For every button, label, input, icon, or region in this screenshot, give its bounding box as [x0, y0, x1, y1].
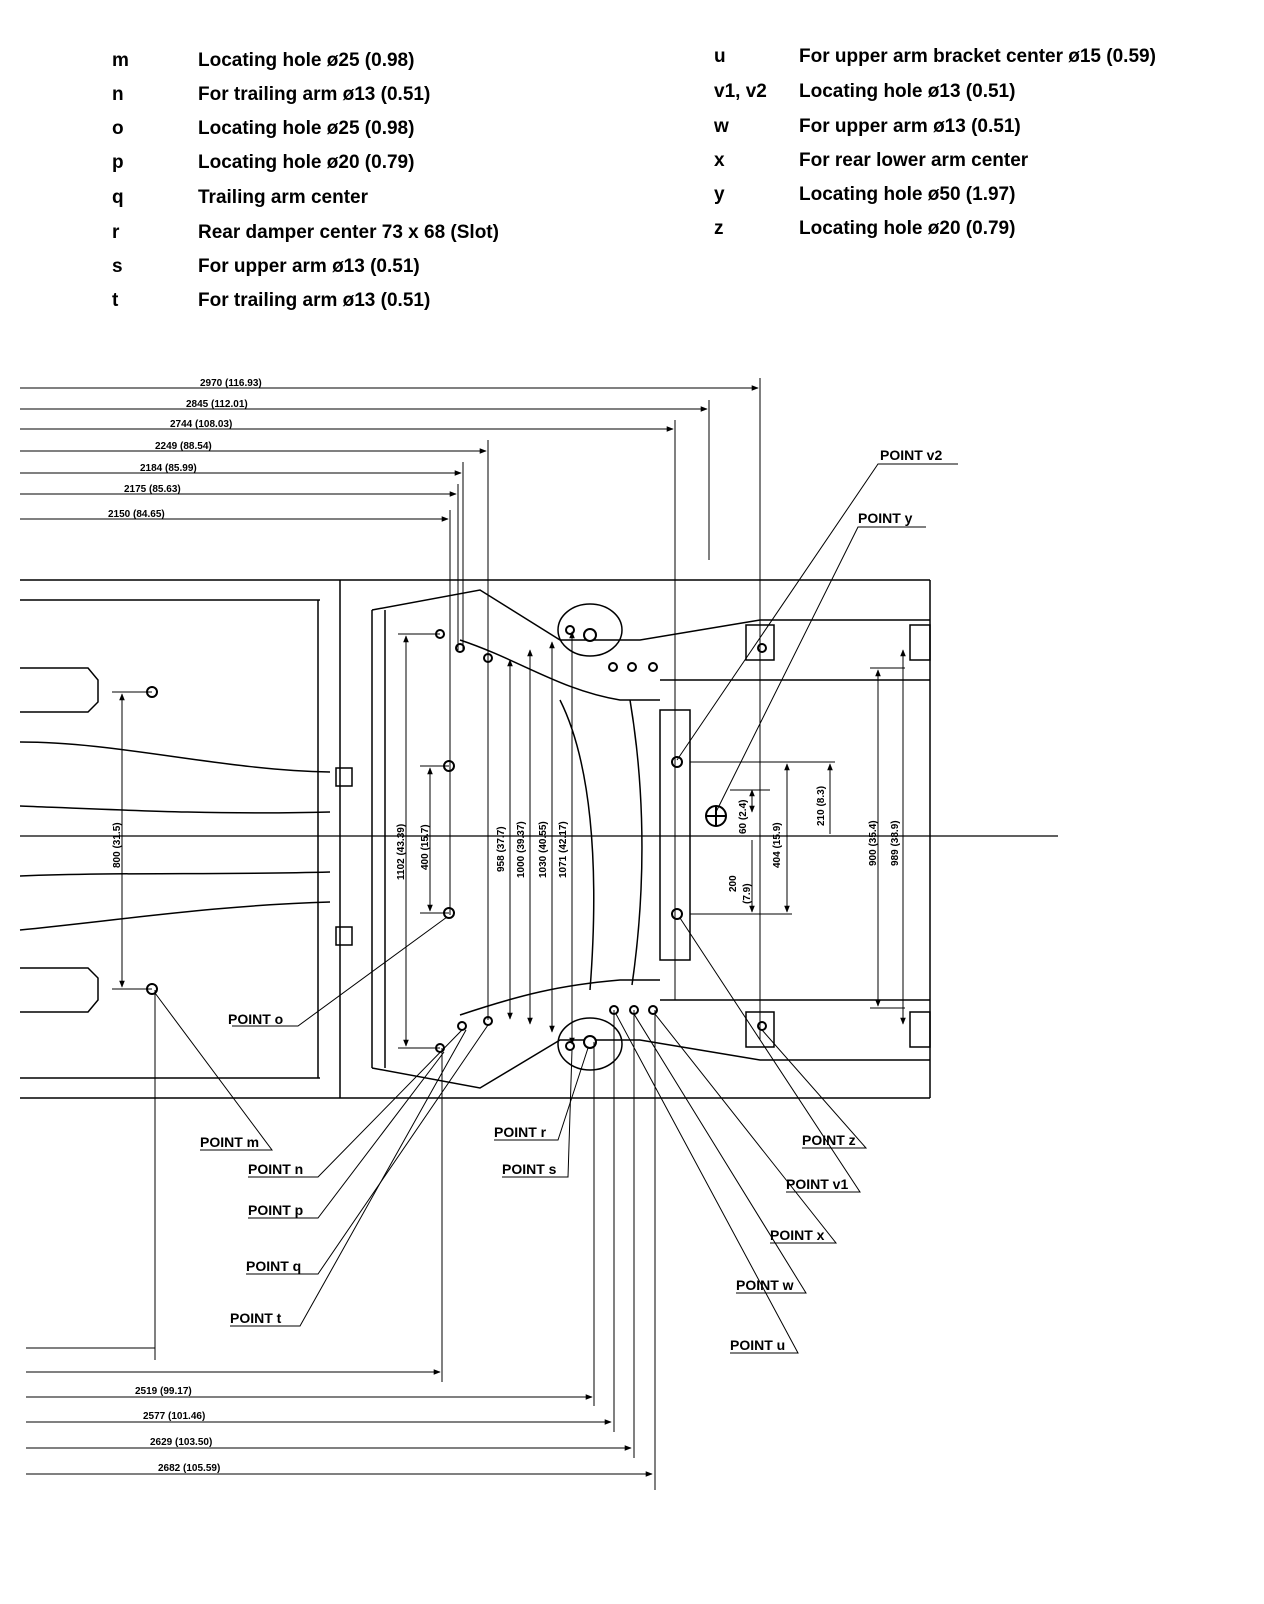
legend-desc: For trailing arm ø13 (0.51) — [198, 84, 431, 105]
point-v2-label: POINT v2 — [880, 447, 942, 463]
dim-2970: 2970 (116.93) — [200, 378, 262, 389]
point-n-label: POINT n — [248, 1161, 303, 1177]
point-u-label: POINT u — [730, 1337, 785, 1353]
legend-key: r — [112, 222, 120, 243]
hole-s — [565, 625, 575, 635]
legend-desc: Locating hole ø13 (0.51) — [799, 81, 1016, 102]
dim-200: 200 — [728, 875, 739, 892]
dim-2184: 2184 (85.99) — [140, 463, 197, 474]
dim-989: 989 (38.9) — [890, 820, 901, 866]
hole-x — [648, 662, 658, 672]
dim-2629: 2629 (103.50) — [150, 1437, 212, 1448]
legend-key: w — [714, 116, 729, 137]
hole-r-lower — [583, 1035, 597, 1049]
hole-w — [627, 662, 637, 672]
legend-desc: For upper arm ø13 (0.51) — [799, 116, 1021, 137]
dim-60: 60 (2.4) — [738, 800, 749, 834]
vertical-dimension-labels: 800 (31.5) 1102 (43.39) 400 (15.7) 958 (… — [112, 786, 901, 904]
legend-desc: Locating hole ø50 (1.97) — [799, 184, 1016, 205]
legend-key: s — [112, 256, 123, 277]
point-s-label: POINT s — [502, 1161, 557, 1177]
legend-desc: Trailing arm center — [198, 187, 369, 208]
dim-2682: 2682 (105.59) — [158, 1463, 220, 1474]
bottom-dimensions — [26, 990, 656, 1490]
legend-desc: Locating hole ø25 (0.98) — [198, 50, 415, 71]
legend-key: z — [714, 218, 724, 239]
dim-1030: 1030 (40.55) — [538, 821, 549, 878]
legend-key: m — [112, 50, 129, 71]
point-p-label: POINT p — [248, 1202, 303, 1218]
dim-404: 404 (15.9) — [772, 822, 783, 868]
dim-958: 958 (37.7) — [496, 826, 507, 872]
legend-desc: For upper arm bracket center ø15 (0.59) — [799, 46, 1156, 67]
legend-desc: Rear damper center 73 x 68 (Slot) — [198, 222, 499, 243]
point-z-label: POINT z — [802, 1132, 856, 1148]
dim-800: 800 (31.5) — [112, 822, 123, 868]
hole-markers — [146, 625, 767, 1053]
dim-2845: 2845 (112.01) — [186, 399, 248, 410]
point-q-label: POINT q — [246, 1258, 301, 1274]
bottom-dimension-labels: 2519 (99.17) 2577 (101.46) 2629 (103.50)… — [135, 1386, 220, 1474]
point-t-label: POINT t — [230, 1310, 282, 1326]
legend-key: n — [112, 84, 124, 105]
legend-key: o — [112, 118, 124, 139]
dim-200-inch: (7.9) — [742, 883, 753, 904]
point-y-label: POINT y — [858, 510, 913, 526]
dim-1000: 1000 (39.37) — [516, 821, 527, 878]
point-v1-label: POINT v1 — [786, 1176, 848, 1192]
legend-key: t — [112, 290, 119, 311]
legend-key: q — [112, 187, 124, 208]
hole-v2 — [671, 756, 683, 768]
frame-outline — [19, 579, 931, 1099]
legend-desc: Locating hole ø20 (0.79) — [799, 218, 1016, 239]
dim-2249: 2249 (88.54) — [155, 441, 212, 452]
hole-z — [757, 643, 767, 653]
hole-x-lower — [648, 1005, 658, 1015]
hole-s-lower — [565, 1041, 575, 1051]
hole-v1 — [671, 908, 683, 920]
dim-2150: 2150 (84.65) — [108, 509, 165, 520]
point-labels: POINT v2 POINT y POINT o POINT m POINT n… — [200, 447, 942, 1353]
legend-key: p — [112, 152, 124, 173]
vertical-dimensions — [112, 631, 906, 1049]
dim-210: 210 (8.3) — [816, 786, 827, 826]
point-w-label: POINT w — [736, 1277, 794, 1293]
legend-key: y — [714, 184, 725, 205]
dim-900: 900 (35.4) — [868, 820, 879, 866]
hole-u — [608, 662, 618, 672]
leader-lines — [154, 463, 958, 1354]
dim-2519: 2519 (99.17) — [135, 1386, 192, 1397]
top-dimension-labels: 2970 (116.93) 2845 (112.01) 2744 (108.03… — [108, 378, 262, 520]
top-dimensions — [20, 378, 761, 1040]
hole-r — [583, 628, 597, 642]
point-m-label: POINT m — [200, 1134, 259, 1150]
legend-key: x — [714, 150, 725, 171]
dim-2577: 2577 (101.46) — [143, 1411, 205, 1422]
legend-key: u — [714, 46, 726, 67]
legend-desc: For upper arm ø13 (0.51) — [198, 256, 420, 277]
point-r-label: POINT r — [494, 1124, 547, 1140]
dim-2744: 2744 (108.03) — [170, 419, 232, 430]
hole-n-lower — [457, 1021, 467, 1031]
legend-desc: Locating hole ø20 (0.79) — [198, 152, 415, 173]
point-o-label: POINT o — [228, 1011, 283, 1027]
dim-400: 400 (15.7) — [420, 824, 431, 870]
point-x-label: POINT x — [770, 1227, 825, 1243]
legend-desc: For rear lower arm center — [799, 150, 1029, 171]
legend-desc: For trailing arm ø13 (0.51) — [198, 290, 431, 311]
dim-1071: 1071 (42.17) — [558, 821, 569, 878]
hole-y-crosshair — [706, 806, 726, 826]
dim-2175: 2175 (85.63) — [124, 484, 181, 495]
legend-desc: Locating hole ø25 (0.98) — [198, 118, 415, 139]
hole-z-lower — [757, 1021, 767, 1031]
dim-1102: 1102 (43.39) — [396, 824, 407, 880]
legend-key: v1, v2 — [714, 81, 767, 102]
